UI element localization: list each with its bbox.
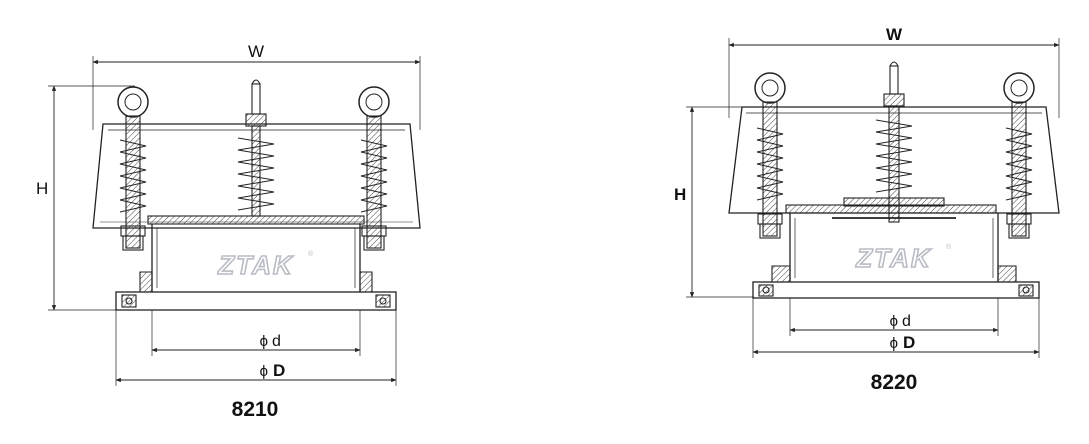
flange — [752, 281, 1040, 299]
spring-column-right — [1005, 101, 1033, 239]
inner-diameter-symbol: ϕ — [260, 333, 268, 350]
height-dimension: H — [36, 85, 135, 311]
lifting-ring-right — [358, 86, 390, 118]
spring-column-left — [756, 101, 784, 239]
valve-body — [771, 213, 1017, 283]
drawing-8210: W H — [36, 42, 421, 421]
valve-plate — [147, 215, 365, 225]
outer-diameter-dimension: ϕ D — [752, 298, 1040, 358]
logo-registered-mark: ® — [946, 243, 952, 251]
center-spring — [875, 61, 913, 223]
drawing-8220: W H — [674, 25, 1060, 394]
lifting-ring-left — [117, 86, 149, 118]
inner-diameter-symbol: ϕ — [890, 313, 898, 330]
width-dimension: W — [728, 25, 1060, 118]
width-label: W — [248, 42, 264, 61]
outer-diameter-symbol: ϕ — [260, 363, 268, 380]
brand-logo: ZTAK ® — [855, 242, 952, 274]
lifting-ring-right — [1003, 72, 1035, 104]
width-label: W — [886, 25, 903, 44]
logo-text: ZTAK — [217, 250, 294, 280]
inner-diameter-label: d — [272, 333, 281, 350]
logo-registered-mark: ® — [308, 250, 314, 258]
inner-diameter-dimension: ϕ d — [151, 310, 361, 356]
lifting-ring-left — [754, 72, 786, 104]
outer-diameter-symbol: ϕ — [890, 335, 898, 352]
model-number: 8210 — [232, 398, 279, 421]
center-spring — [237, 79, 275, 217]
inner-diameter-label: d — [902, 313, 911, 330]
spring-column-left — [119, 115, 147, 251]
logo-text: ZTAK — [855, 243, 932, 273]
inner-diameter-dimension: ϕ d — [789, 298, 999, 336]
outer-diameter-label: D — [903, 333, 915, 352]
vent-hood — [728, 106, 1060, 214]
height-label: H — [36, 179, 48, 198]
spring-column-right — [360, 115, 388, 251]
valve-body — [139, 224, 373, 293]
height-label: H — [674, 185, 686, 204]
width-dimension: W — [92, 42, 421, 130]
brand-logo: ZTAK ® — [217, 249, 314, 281]
height-dimension: H — [674, 106, 770, 298]
outer-diameter-dimension: ϕ D — [115, 310, 397, 386]
flange — [115, 291, 397, 311]
outer-diameter-label: D — [273, 361, 285, 380]
vent-hood — [92, 123, 421, 229]
model-number: 8220 — [871, 371, 918, 394]
